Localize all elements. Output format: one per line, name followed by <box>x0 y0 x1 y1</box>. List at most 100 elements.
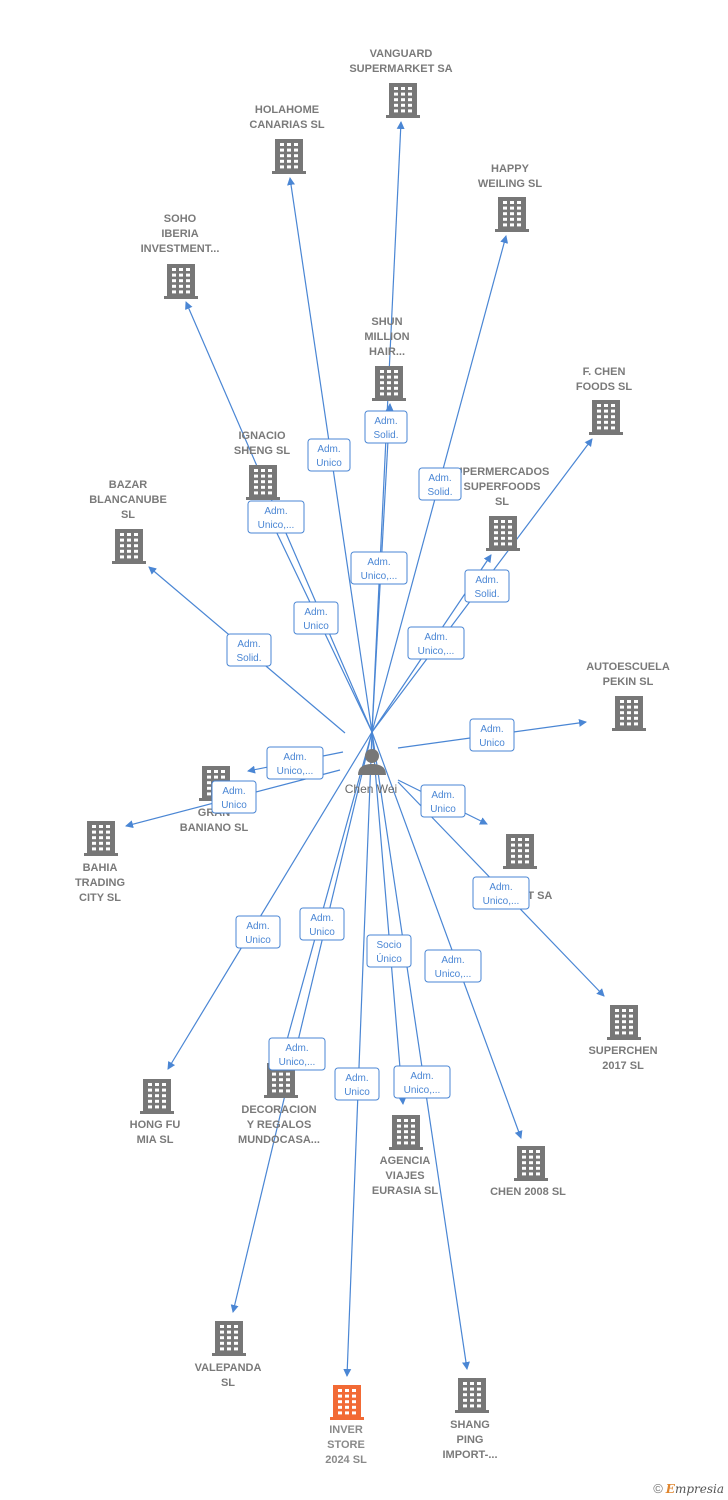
edge-label-text: Unico <box>430 804 456 815</box>
edge-label-fchen[interactable]: Adm.Unico,... <box>407 626 465 660</box>
edge-hongfu <box>167 731 373 1070</box>
edge-shangping <box>371 731 470 1370</box>
company-label: SUPERCHEN <box>588 1045 657 1057</box>
building-icon <box>84 821 118 856</box>
company-label: SHENG SL <box>234 445 291 457</box>
company-label: SL <box>121 509 135 521</box>
edge-label-shangping[interactable]: Adm.Unico,... <box>393 1065 451 1099</box>
company-node-soho[interactable]: SOHOIBERIAINVESTMENT... <box>141 213 220 299</box>
company-node-hongfu[interactable]: HONG FU MIA SL <box>130 1079 181 1146</box>
brand-logo: Empresia <box>665 1482 724 1496</box>
edge-label-text: Adm. <box>374 416 397 427</box>
company-label: STORE <box>327 1439 365 1451</box>
building-icon <box>112 529 146 564</box>
building-icon <box>389 1115 423 1150</box>
edge-label-text: Adm. <box>489 882 512 893</box>
company-label: 2024 SL <box>325 1454 367 1466</box>
company-label: HAPPY <box>491 163 530 175</box>
building-icon <box>455 1378 489 1413</box>
company-label: CITY SL <box>79 892 121 904</box>
company-node-shun[interactable]: SHUNMILLIONHAIR... <box>364 316 410 401</box>
company-label: BANIANO SL <box>180 822 249 834</box>
edge-label-bahia[interactable]: Adm.Unico <box>211 780 257 814</box>
edge-label-bazar[interactable]: Adm.Solid. <box>226 633 272 667</box>
company-label: HAIR... <box>369 346 405 358</box>
edge-label-text: Adm. <box>367 557 390 568</box>
company-label: BAHIA <box>83 862 118 874</box>
edge-labels-layer: Adm.Solid.Adm.UnicoAdm.Solid.Adm.Unico,.… <box>211 410 530 1101</box>
edge-label-text: Adm. <box>285 1043 308 1054</box>
copyright-symbol: © <box>653 1481 663 1496</box>
edge-label-text: Unico,... <box>277 766 314 777</box>
edge-label-holahome[interactable]: Adm.Unico <box>307 438 351 472</box>
company-node-shangping[interactable]: SHANGPINGIMPORT-... <box>443 1378 498 1461</box>
edge-label-inverstore[interactable]: Adm.Unico <box>334 1067 380 1101</box>
company-label: HONG FU <box>130 1119 181 1131</box>
building-icon <box>212 1321 246 1356</box>
edge-label-shun[interactable]: Adm.Unico,... <box>350 551 408 585</box>
edge-label-gran[interactable]: Adm.Unico,... <box>266 746 324 780</box>
edge-label-text: Unico,... <box>279 1057 316 1068</box>
company-label: AUTOESCUELA <box>586 661 670 673</box>
edge-label-text: Adm. <box>475 575 498 586</box>
edge-label-supermarket[interactable]: Adm.Unico <box>420 784 466 818</box>
edge-label-text: Adm. <box>428 473 451 484</box>
edge-label-soho[interactable]: Adm.Unico,... <box>247 500 305 534</box>
edge-label-text: Unico,... <box>404 1085 441 1096</box>
building-icon <box>514 1146 548 1181</box>
company-node-chen2008[interactable]: CHEN 2008 SL <box>490 1146 566 1198</box>
edge-label-text: Adm. <box>246 921 269 932</box>
edge-label-hongfu[interactable]: Adm.Unico <box>235 915 281 949</box>
edge-label-superchen[interactable]: Adm.Unico,... <box>472 876 530 910</box>
edge-label-autoescuela[interactable]: Adm.Unico <box>469 718 515 752</box>
building-icon <box>386 83 420 118</box>
company-label: INVER <box>329 1424 363 1436</box>
edge-label-superfoods[interactable]: Adm.Solid. <box>464 569 510 603</box>
edge-label-text: Adm. <box>424 632 447 643</box>
company-label: IMPORT-... <box>443 1449 498 1461</box>
edge-label-text: Unico <box>221 800 247 811</box>
edge-label-ignacio[interactable]: Adm.Unico <box>293 601 339 635</box>
edge-inverstore <box>343 731 373 1377</box>
company-label: SHUN <box>371 316 402 328</box>
company-label: INVESTMENT... <box>141 243 220 255</box>
edge-label-text: Unico <box>309 927 335 938</box>
building-icon <box>164 264 198 299</box>
company-label: UPERMERCADOS <box>455 466 550 478</box>
edge-label-happy[interactable]: Adm.Solid. <box>418 467 462 501</box>
edge-label-chen2008[interactable]: Adm.Unico,... <box>424 949 482 983</box>
edge-label-vanguard[interactable]: Adm.Solid. <box>364 410 408 444</box>
company-label: HOLAHOME <box>255 104 319 116</box>
center-person-node[interactable]: Chen Wei <box>345 749 397 796</box>
company-label: MUNDOCASA... <box>238 1134 320 1146</box>
edge-label-text: Unico,... <box>435 969 472 980</box>
edge-label-decoracion[interactable]: Adm.Unico <box>299 907 345 941</box>
building-icon <box>372 366 406 401</box>
edge-label-valepanda[interactable]: Adm. Unico,... <box>268 1037 326 1071</box>
edge-label-text: Adm. <box>480 724 503 735</box>
company-label: MIA SL <box>137 1134 174 1146</box>
company-label: SL <box>221 1377 235 1389</box>
building-icon <box>330 1385 364 1420</box>
edge-label-text: Socio <box>376 940 401 951</box>
edge-label-text: Unico,... <box>258 520 295 531</box>
company-node-inverstore[interactable]: INVER STORE 2024 SL <box>325 1385 367 1466</box>
edge-label-text: Solid. <box>236 653 261 664</box>
edge-label-text: Unico <box>303 621 329 632</box>
building-icon <box>272 139 306 174</box>
